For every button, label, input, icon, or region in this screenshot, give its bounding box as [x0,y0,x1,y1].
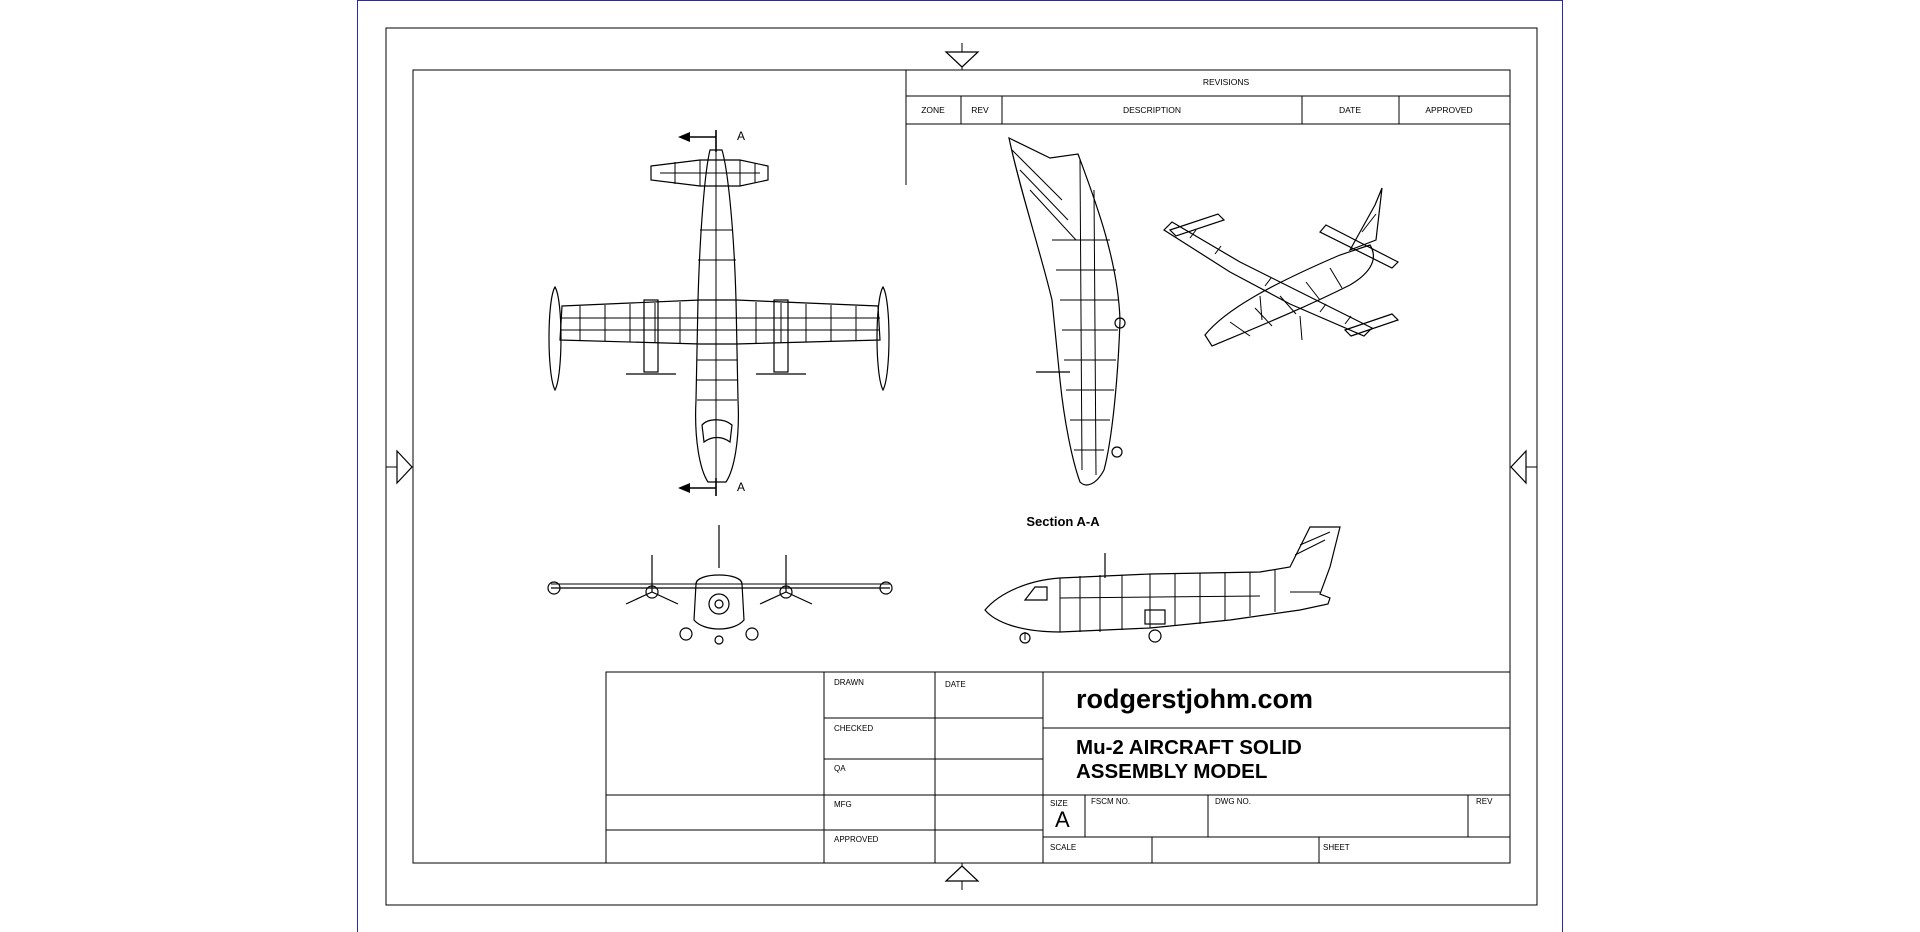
rev-col-approved: APPROVED [1425,105,1472,115]
label-date: DATE [945,680,966,689]
centering-mark-left [386,449,413,485]
aircraft-front-view [547,525,893,645]
outer-border [385,27,1538,906]
drawing-title-line2: ASSEMBLY MODEL [1076,760,1267,783]
aircraft-isometric-view [1163,187,1400,347]
centering-mark-right [1510,449,1537,485]
label-mfg: MFG [834,800,852,809]
centering-mark-top [944,43,980,70]
label-qa: QA [834,764,846,773]
rev-col-date: DATE [1339,105,1361,115]
aircraft-side-view [984,526,1341,644]
centering-mark-bottom [944,863,980,890]
rev-col-zone: ZONE [921,105,945,115]
label-size: SIZE [1050,799,1068,808]
drawing-title-line1: Mu-2 AIRCRAFT SOLID [1076,736,1302,759]
label-rev: REV [1476,797,1493,806]
label-sheet: SHEET [1323,843,1350,852]
section-view-title: Section A-A [1026,514,1100,529]
section-marker-top: A [737,129,745,143]
label-dwg-no: DWG NO. [1215,797,1251,806]
rev-col-description: DESCRIPTION [1123,105,1181,115]
rev-col-rev: REV [971,105,989,115]
label-checked: CHECKED [834,724,873,733]
inner-border [412,69,1511,864]
label-scale: SCALE [1050,843,1076,852]
company-name: rodgerstjohm.com [1076,684,1313,714]
revisions-title: REVISIONS [1203,77,1250,87]
label-approved: APPROVED [834,835,879,844]
size-value: A [1055,807,1070,832]
drawing-sheet [357,0,1563,932]
title-block: DRAWN DATE CHECKED QA MFG APPROVED rodge… [605,671,1511,864]
aircraft-section-view: Section A-A [1008,136,1126,529]
aircraft-top-view: A A [548,129,890,496]
section-marker-bottom: A [737,480,745,494]
revisions-table: REVISIONS ZONE REV DESCRIPTION DATE APPR… [905,70,1510,185]
label-fscm: FSCM NO. [1091,797,1130,806]
label-drawn: DRAWN [834,678,864,687]
